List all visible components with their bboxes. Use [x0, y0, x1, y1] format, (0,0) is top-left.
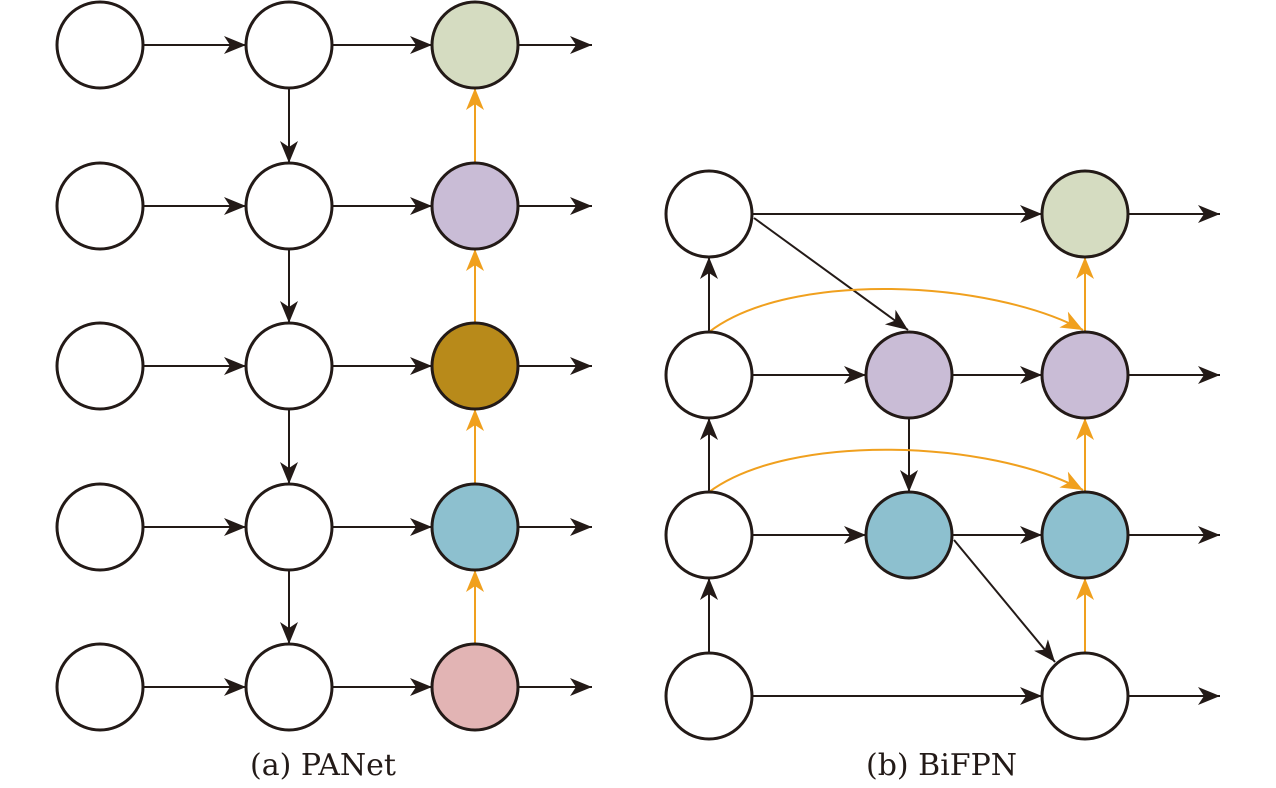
bifpn-edge-r2-in-mid-arrowhead — [844, 366, 866, 384]
bifpn-diag-r1-to-mid-r2-arrowhead — [884, 309, 908, 330]
panet-node-r2-c1 — [55, 161, 145, 251]
panet-topdown-edge-3-arrowhead — [280, 462, 298, 484]
bifpn-input-node-r4 — [664, 651, 754, 741]
bifpn-output-arrow-r3-arrowhead — [1198, 526, 1220, 544]
panet-bottomup-edge-3-arrowhead — [466, 409, 484, 431]
panet-node-r5-c1 — [55, 642, 145, 732]
edges — [143, 36, 1220, 705]
bifpn-skip-r3 — [708, 448, 1084, 493]
panet-node-r1-c2 — [244, 0, 334, 90]
caption-bifpn: (b) BiFPN — [866, 748, 1018, 783]
panet-topdown-edge-1-arrowhead — [280, 141, 298, 163]
panet-edge-r2-c2-c3-arrowhead — [410, 197, 432, 215]
panet-edge-r1-c1-c2-arrowhead — [224, 36, 246, 54]
panet-edge-r3-c2-c3-arrowhead — [410, 357, 432, 375]
nodes — [55, 0, 1130, 741]
bifpn-output-up-1-arrowhead — [1076, 257, 1094, 279]
bifpn-input-up-2-arrowhead — [700, 418, 718, 440]
panet-node-r3-c2 — [244, 321, 334, 411]
panet-node-r4-c2 — [244, 482, 334, 572]
panet-edge-r3-c1-c2-arrowhead — [224, 357, 246, 375]
panet-output-arrow-r4-arrowhead — [570, 518, 592, 536]
panet-edge-r1-c2-c3-arrowhead — [410, 36, 432, 54]
bifpn-output-up-2-arrowhead — [1076, 418, 1094, 440]
panet-node-r2-c2 — [244, 161, 334, 251]
panet-node-r1-c1 — [55, 0, 145, 90]
bifpn-edge-r4-in-out-arrowhead — [1020, 687, 1042, 705]
panet-node-r4-c3 — [430, 482, 520, 572]
panet-bottomup-edge-4-arrowhead — [466, 570, 484, 592]
panet-topdown-edge-2-arrowhead — [280, 301, 298, 323]
panet-topdown-edge-4-arrowhead — [280, 622, 298, 644]
caption-panet: (a) PANet — [250, 748, 396, 783]
bifpn-output-up-3-arrowhead — [1076, 578, 1094, 600]
bifpn-skip-r2-arrowhead — [1059, 311, 1083, 330]
panet-node-r5-c3 — [430, 642, 520, 732]
panet-node-r3-c1 — [55, 321, 145, 411]
panet-edge-r4-c2-c3-arrowhead — [410, 518, 432, 536]
bifpn-output-node-r1 — [1040, 169, 1130, 259]
bifpn-skip-r2 — [708, 287, 1084, 333]
bifpn-input-up-3-arrowhead — [700, 578, 718, 600]
panet-node-r3-c3 — [430, 321, 520, 411]
bifpn-edge-r1-in-out-arrowhead — [1020, 205, 1042, 223]
panet-output-arrow-r2-arrowhead — [570, 197, 592, 215]
bifpn-input-up-1-arrowhead — [700, 257, 718, 279]
bifpn-mid-node-r3 — [864, 490, 954, 580]
bifpn-diag-r1-to-mid-r2 — [753, 217, 909, 331]
bifpn-edge-r2-mid-out-arrowhead — [1020, 366, 1042, 384]
panet-output-arrow-r3-arrowhead — [570, 357, 592, 375]
bifpn-input-node-r2 — [664, 330, 754, 420]
bifpn-output-arrow-r4-arrowhead — [1198, 687, 1220, 705]
bifpn-skip-r3-arrowhead — [1059, 471, 1083, 490]
panet-edge-r5-c1-c2-arrowhead — [224, 678, 246, 696]
bifpn-edge-r3-mid-out-arrowhead — [1020, 526, 1042, 544]
panet-edge-r2-c1-c2-arrowhead — [224, 197, 246, 215]
panet-bottomup-edge-2-arrowhead — [466, 249, 484, 271]
bifpn-output-arrow-r1-arrowhead — [1198, 205, 1220, 223]
panet-node-r1-c3 — [430, 0, 520, 90]
panet-node-r2-c3 — [430, 161, 520, 251]
bifpn-output-arrow-r2-arrowhead — [1198, 366, 1220, 384]
panet-edge-r5-c2-c3-arrowhead — [410, 678, 432, 696]
bifpn-output-node-r2 — [1040, 330, 1130, 420]
panet-output-arrow-r1-arrowhead — [570, 36, 592, 54]
bifpn-mid-down-arrowhead — [900, 470, 918, 492]
bifpn-output-node-r3 — [1040, 490, 1130, 580]
bifpn-input-node-r1 — [664, 169, 754, 259]
bifpn-diag-mid-r3-to-out-r4-arrowhead — [1034, 639, 1055, 662]
panet-node-r4-c1 — [55, 482, 145, 572]
panet-bottomup-edge-1-arrowhead — [466, 88, 484, 110]
bifpn-output-node-r4 — [1040, 651, 1130, 741]
panet-edge-r4-c1-c2-arrowhead — [224, 518, 246, 536]
panet-output-arrow-r5-arrowhead — [570, 678, 592, 696]
bifpn-diag-mid-r3-to-out-r4 — [953, 539, 1056, 663]
bifpn-input-node-r3 — [664, 490, 754, 580]
bifpn-mid-node-r2 — [864, 330, 954, 420]
bifpn-edge-r3-in-mid-arrowhead — [844, 526, 866, 544]
panet-node-r5-c2 — [244, 642, 334, 732]
